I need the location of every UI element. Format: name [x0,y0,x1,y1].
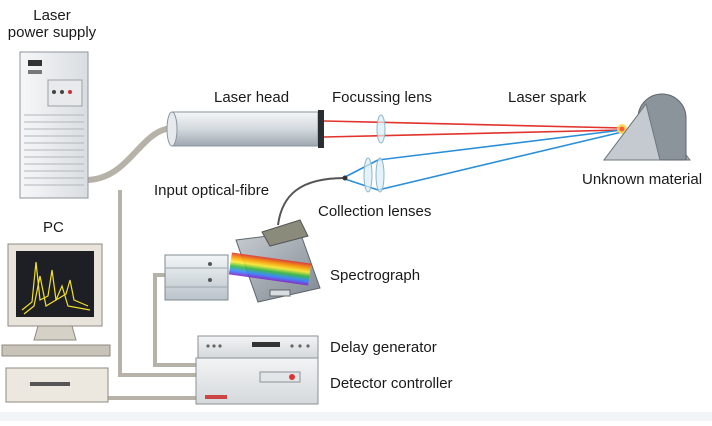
label-collection-lenses: Collection lenses [318,203,432,220]
material-sample-icon [603,93,692,161]
delay-generator [197,335,319,359]
desktop-computer-icon [1,243,111,403]
laser-spark-icon [617,124,627,134]
detector-controller [195,357,319,405]
input-optical-fibre-cable [277,177,346,226]
laser-power-supply [19,51,89,199]
label-laser-power-supply-line2: power supply [7,24,97,41]
label-spectrograph: Spectrograph [330,267,421,284]
collected-light [344,129,623,191]
label-laser-head: Laser head [214,89,290,106]
label-input-optical-fibre: Input optical-fibre [154,182,270,199]
label-laser-power-supply: Laser power supply [0,7,104,41]
detector-controller-rack-icon [195,357,319,405]
focussing-lens-icon [376,114,386,144]
label-delay-generator: Delay generator [330,339,437,356]
label-laser-spark: Laser spark [508,89,587,106]
cable-power-to-laser-head [87,125,173,183]
pc [1,243,111,403]
collection-lenses-icon [363,157,385,193]
cable-power-to-detector [118,190,200,377]
label-unknown-material: Unknown material [582,171,703,188]
spectrograph [164,219,321,303]
unknown-material [603,93,692,161]
footer-strip [0,412,712,421]
label-laser-power-supply-line1: Laser [33,7,71,24]
laser-head [166,110,324,148]
cables [87,125,346,400]
laser-beam [323,120,623,138]
cable-spectrograph-to-delay [153,273,200,367]
label-pc: PC [43,219,64,236]
label-focussing-lens: Focussing lens [332,89,433,106]
label-detector-controller: Detector controller [330,375,453,392]
laser-cylinder-icon [171,111,319,147]
